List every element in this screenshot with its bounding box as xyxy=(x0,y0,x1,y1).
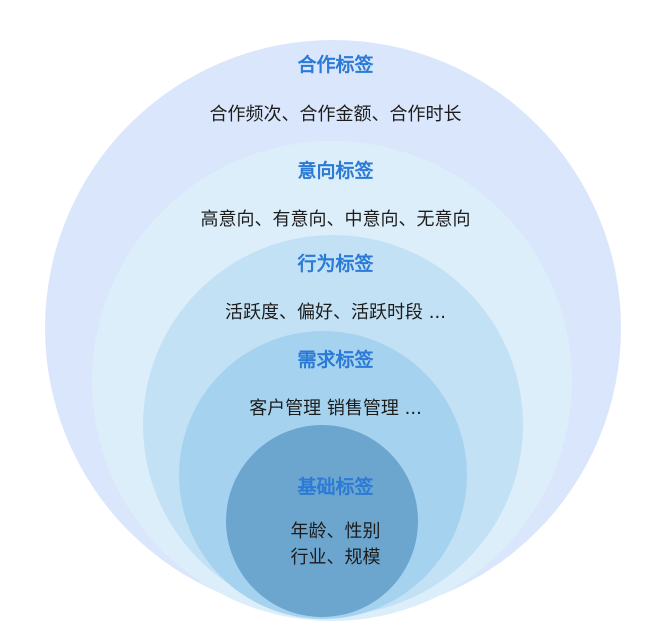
layer-desc-cooperation: 合作频次、合作金额、合作时长 xyxy=(209,104,462,125)
layer-desc-basic-line1: 年龄、性别 xyxy=(290,521,381,542)
layer-title-basic: 基础标签 xyxy=(297,476,374,498)
layer-desc-basic-line2: 行业、规模 xyxy=(290,547,381,568)
layer-title-behavior: 行为标签 xyxy=(297,253,374,275)
layer-desc-demand: 客户管理 销售管理 ... xyxy=(249,398,422,419)
layer-title-demand: 需求标签 xyxy=(297,349,374,371)
layer-title-intent: 意向标签 xyxy=(297,160,374,182)
layer-desc-behavior: 活跃度、偏好、活跃时段 ... xyxy=(225,302,446,323)
layer-title-cooperation: 合作标签 xyxy=(297,54,374,76)
layer-desc-intent: 高意向、有意向、中意向、无意向 xyxy=(200,209,471,230)
layer-circle-basic xyxy=(226,425,418,617)
